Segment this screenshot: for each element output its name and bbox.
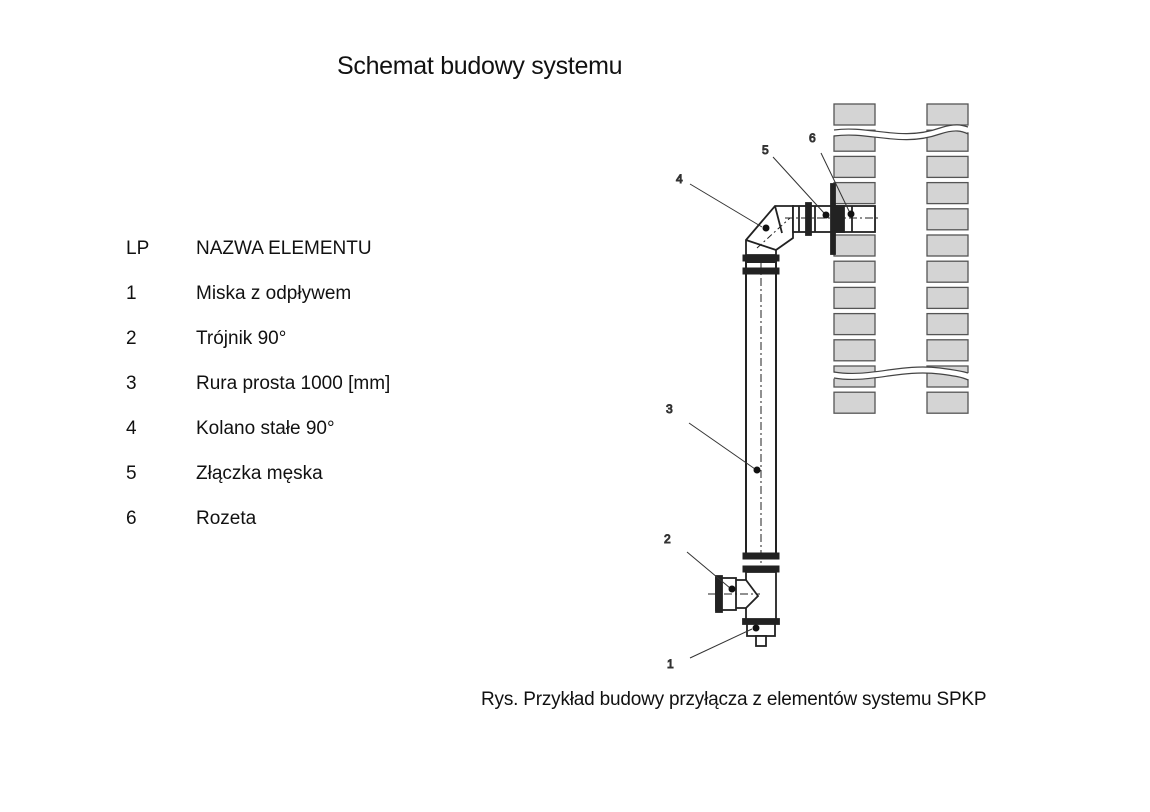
legend-lp: 2 [126, 328, 137, 349]
tee-fitting [708, 571, 777, 621]
brick [833, 260, 876, 283]
legend-name: Rozeta [196, 508, 257, 529]
figure-caption: Rys. Przykład budowy przyłącza z element… [481, 689, 987, 710]
wall-break-top [828, 124, 975, 141]
callouts: 1 2 3 4 5 6 [664, 131, 855, 672]
rosette [785, 183, 880, 255]
elbow-fitting [745, 205, 794, 256]
male-connector [792, 202, 834, 236]
callout-2-label: 2 [664, 532, 671, 546]
legend-lp: 5 [126, 463, 137, 484]
callout-5: 5 [762, 143, 830, 219]
legend-header-lp: LP [126, 238, 150, 259]
brick [926, 339, 969, 362]
brick [926, 260, 969, 283]
legend-name: Rura prosta 1000 [mm] [196, 373, 391, 394]
brick [833, 391, 876, 414]
brick [926, 234, 969, 257]
brick [926, 181, 969, 205]
brick [926, 286, 969, 310]
legend-lp: 6 [126, 508, 137, 529]
callout-2: 2 [664, 532, 736, 593]
callout-3: 3 [666, 402, 761, 474]
brick [833, 286, 876, 310]
callout-1: 1 [667, 624, 760, 672]
straight-pipe [742, 254, 780, 620]
brick [833, 339, 876, 362]
callout-4: 4 [676, 172, 770, 232]
callout-6-label: 6 [809, 131, 816, 145]
callout-3-label: 3 [666, 402, 673, 416]
callout-6: 6 [809, 131, 855, 218]
brick [926, 208, 969, 231]
brick [926, 312, 969, 336]
legend-lp: 3 [126, 373, 137, 394]
callout-5-label: 5 [762, 143, 769, 157]
legend-name: Miska z odpływem [196, 283, 352, 304]
wall-break-bottom [828, 366, 975, 381]
callout-4-label: 4 [676, 172, 683, 186]
page-title: Schemat budowy systemu [337, 52, 623, 80]
brick [926, 155, 969, 179]
brick [833, 312, 876, 336]
legend-lp: 1 [126, 283, 137, 304]
legend-name: Trójnik 90° [196, 328, 287, 349]
legend-header-name: NAZWA ELEMENTU [196, 238, 372, 259]
legend-lp: 4 [126, 418, 137, 439]
brick [833, 155, 876, 179]
legend-name: Kolano stałe 90° [196, 418, 335, 439]
brick-walls [833, 103, 969, 414]
brick [926, 391, 969, 414]
drain-cup [742, 618, 780, 647]
legend-name: Złączka męska [196, 463, 323, 484]
brick [833, 234, 876, 257]
brick [926, 103, 969, 126]
callout-1-label: 1 [667, 657, 674, 671]
brick [833, 103, 876, 126]
